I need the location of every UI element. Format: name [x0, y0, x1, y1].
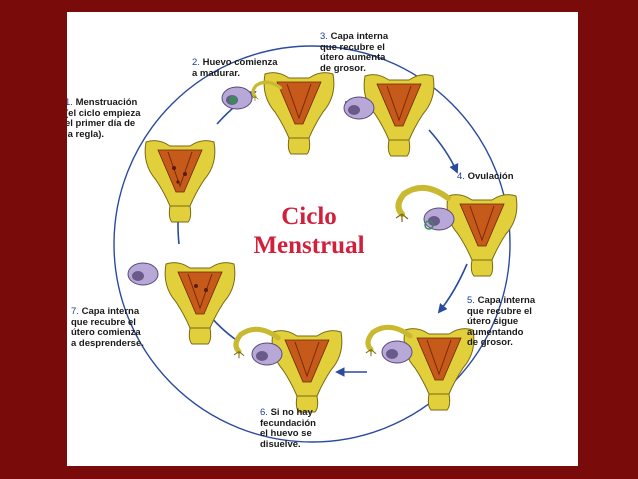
- arrow-3-to-4: [428, 129, 459, 174]
- stage-3-number: 3.: [320, 31, 328, 42]
- stage-6-uterus: [234, 329, 343, 413]
- stage-6-text: Si no hay fecundación el huevo se disuel…: [260, 407, 316, 450]
- stage-4-uterus: [396, 188, 518, 277]
- stage-7-ovary-icon: [127, 262, 159, 286]
- title-line-2: Menstrual: [253, 232, 365, 259]
- stage-7-number: 7.: [71, 306, 79, 317]
- stage-7-caption: 7. Capa interna que recubre el útero com…: [71, 306, 144, 349]
- stage-5-number: 5.: [467, 295, 475, 306]
- stage-5-uterus: [366, 327, 475, 411]
- stage-5-ovary-icon: [381, 340, 413, 364]
- stage-1-caption: 1. Menstruación (el ciclo empieza el pri…: [67, 97, 141, 140]
- diagram-panel: Ciclo Menstrual 1. Menstruación (el cicl…: [67, 12, 578, 466]
- stage-7-text: Capa interna que recubre el útero comien…: [71, 306, 144, 349]
- stage-2-number: 2.: [192, 57, 200, 68]
- diagram-title: Ciclo Menstrual: [233, 202, 385, 260]
- stage-6-caption: 6. Si no hay fecundación el huevo se dis…: [260, 407, 316, 450]
- stage-2-ovary-icon: [221, 86, 253, 110]
- cycle-diagram: [113, 45, 518, 443]
- stage-6-ovary-icon: [251, 342, 283, 366]
- stage-2-uterus: [250, 72, 335, 155]
- stage-1-number: 1.: [67, 97, 73, 108]
- stage-2-caption: 2. Huevo comienza a madurar.: [192, 57, 278, 79]
- stage-1-uterus: [144, 140, 216, 223]
- stage-3-caption: 3. Capa interna que recubre el útero aum…: [320, 31, 389, 74]
- stage-5-text: Capa interna que recubre el útero sigue …: [467, 295, 536, 348]
- stage-4-caption: 4. Ovulación: [457, 171, 514, 183]
- stage-7-uterus: [164, 262, 236, 345]
- stage-6-number: 6.: [260, 407, 268, 418]
- stage-3-ovary-icon: [343, 96, 375, 120]
- stage-3-text: Capa interna que recubre el útero aument…: [320, 31, 389, 74]
- stage-1-text: Menstruación (el ciclo empieza el primer…: [67, 97, 141, 140]
- title-line-1: Ciclo: [281, 203, 337, 230]
- arrow-4-to-5: [437, 263, 468, 314]
- stage-3-uterus: [363, 74, 435, 157]
- stage-4-ovary-icon: [423, 207, 455, 231]
- cycle-ring: [113, 45, 511, 443]
- stage-5-caption: 5. Capa interna que recubre el útero sig…: [467, 295, 536, 349]
- stage-2-text: Huevo comienza a madurar.: [192, 57, 278, 79]
- stage-4-number: 4.: [457, 171, 465, 182]
- stage-4-text: Ovulación: [467, 171, 514, 182]
